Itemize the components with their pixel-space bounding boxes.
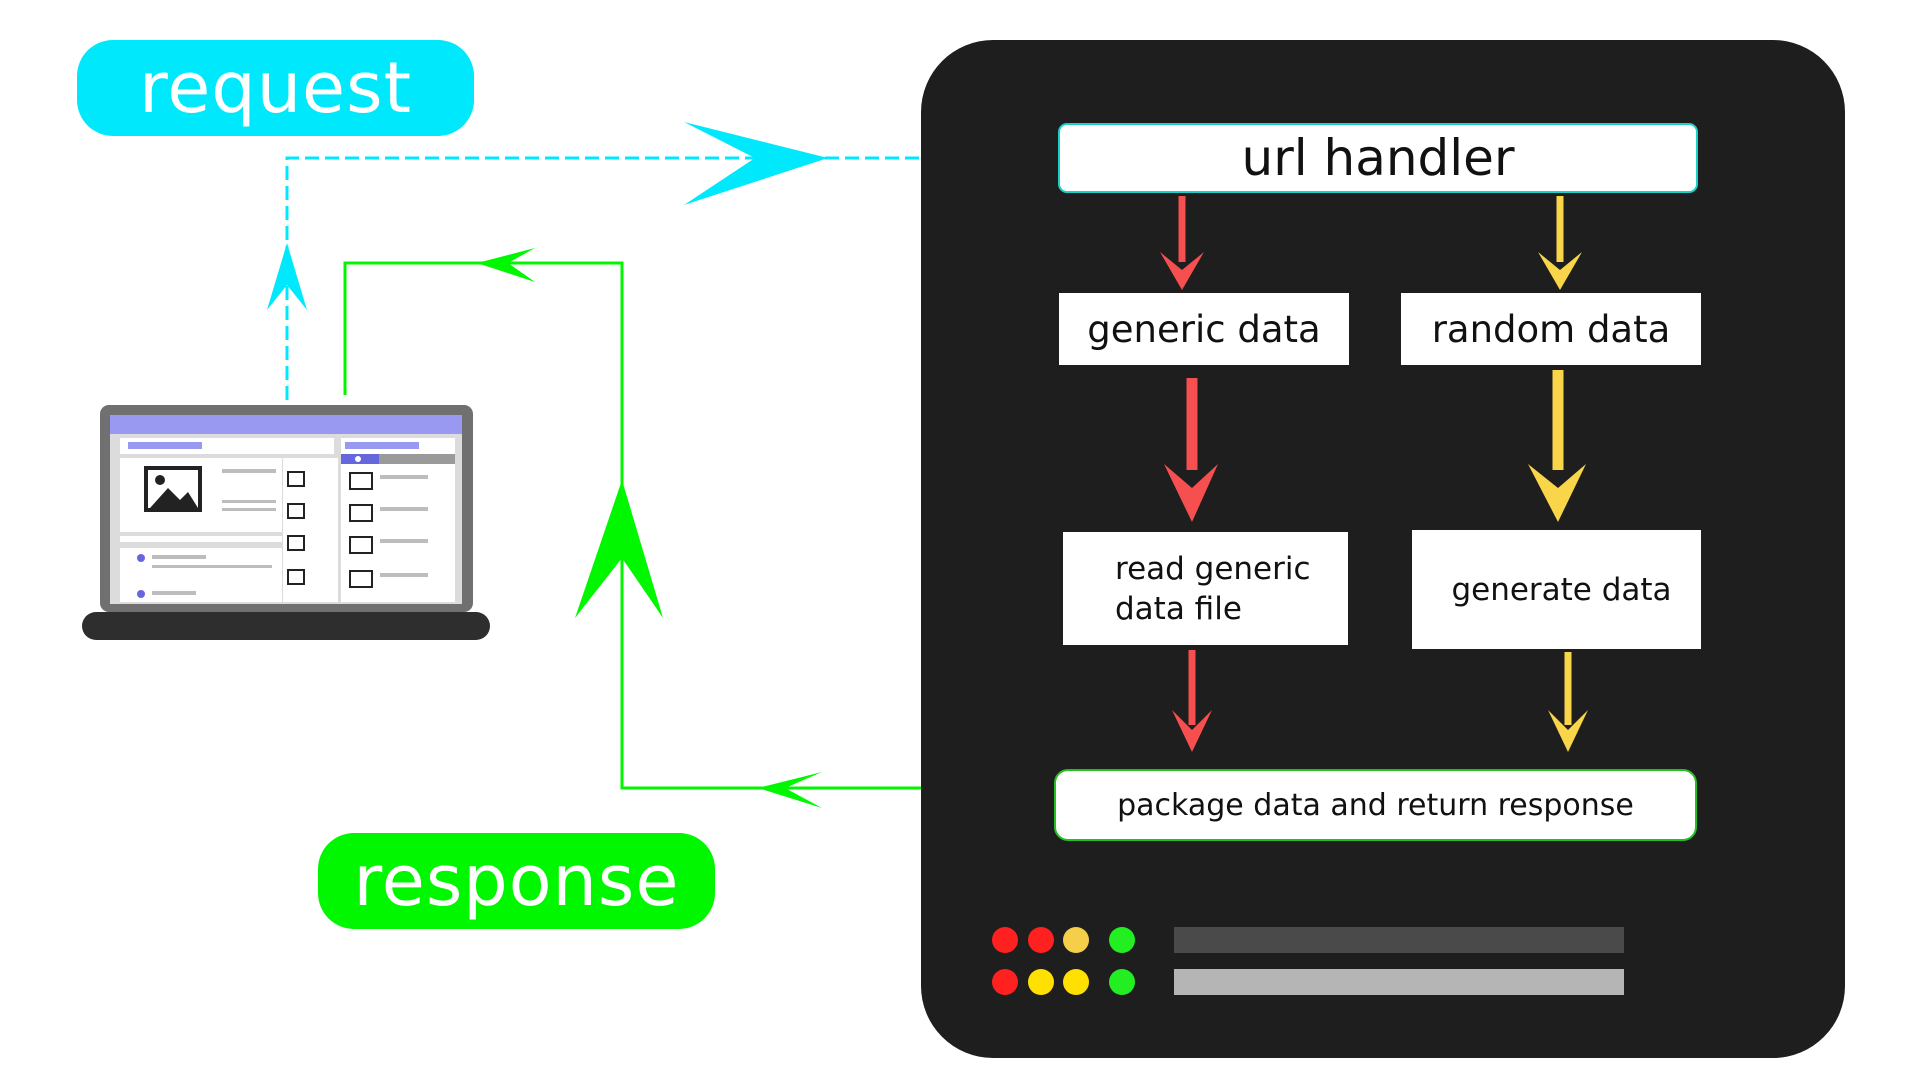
random-data-box: random data bbox=[1401, 293, 1701, 365]
status-led bbox=[1028, 969, 1054, 995]
request-up-arrowhead bbox=[267, 243, 307, 310]
status-bar-primary bbox=[1174, 927, 1624, 953]
response-path bbox=[343, 261, 921, 790]
status-led bbox=[1109, 969, 1135, 995]
read-generic-label-line1: read generic bbox=[1115, 550, 1311, 587]
package-response-label: package data and return response bbox=[1117, 787, 1634, 823]
generic-data-label: generic data bbox=[1087, 307, 1321, 351]
response-up-arrowhead bbox=[575, 480, 663, 618]
read-generic-label-line2: data file bbox=[1115, 590, 1242, 627]
response-label: response bbox=[318, 833, 715, 929]
status-led bbox=[1028, 927, 1054, 953]
status-led bbox=[1063, 927, 1089, 953]
response-top-arrowhead bbox=[477, 248, 535, 282]
status-led bbox=[1063, 969, 1089, 995]
response-left-arrowhead bbox=[758, 772, 822, 808]
generic-data-box: generic data bbox=[1059, 293, 1349, 365]
generate-data-box: generate data bbox=[1412, 530, 1701, 649]
request-path bbox=[285, 156, 921, 400]
status-bar-secondary bbox=[1174, 969, 1624, 995]
status-led bbox=[992, 927, 1018, 953]
request-arrowhead bbox=[684, 122, 828, 205]
generate-data-label: generate data bbox=[1451, 571, 1672, 608]
request-label: request bbox=[77, 40, 474, 136]
url-handler-label: url handler bbox=[1241, 129, 1515, 187]
status-led bbox=[1109, 927, 1135, 953]
status-led bbox=[992, 969, 1018, 995]
url-handler-box: url handler bbox=[1058, 123, 1698, 193]
package-response-box: package data and return response bbox=[1054, 769, 1697, 841]
read-generic-box: read generic data file bbox=[1063, 532, 1348, 645]
random-data-label: random data bbox=[1431, 307, 1671, 351]
